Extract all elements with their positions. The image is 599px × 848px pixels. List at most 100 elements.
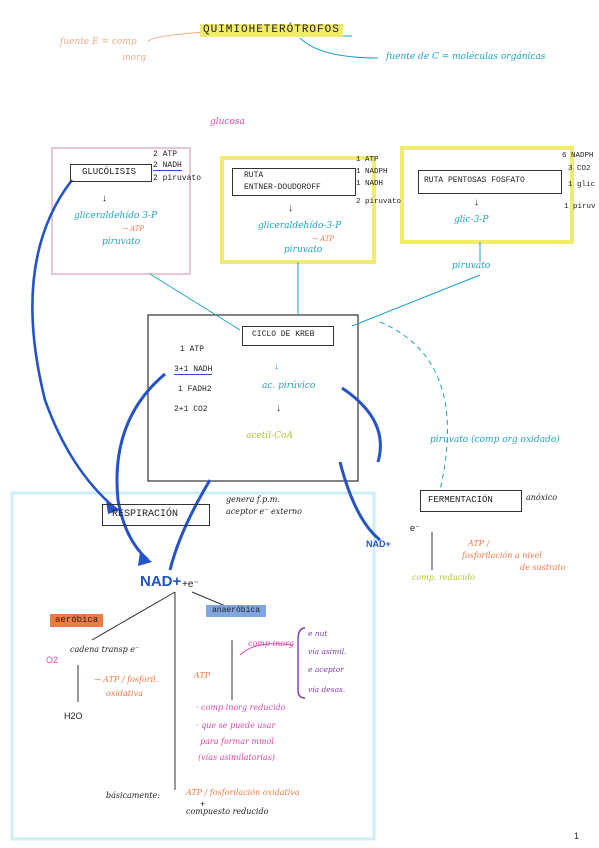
pentosas-piruvato2: piruvato	[452, 261, 491, 271]
glucolisis-product: gliceraldehído 3-P	[74, 211, 158, 221]
basicamente-result: ATP / fosforilación oxidativa	[186, 788, 300, 797]
brace-item-3: e aceptor	[308, 665, 344, 674]
atp-aer-line1: → ATP / fosforil.	[94, 675, 159, 684]
blue-arrow-to-fermentation-nad	[338, 461, 381, 542]
glucosa-label: glucosa	[210, 117, 245, 127]
brace-item-4: vía desas.	[308, 685, 346, 694]
page-title: QUIMIOHETERÓTROFOS	[200, 24, 343, 37]
fermentacion-box	[420, 490, 522, 512]
entner-title-line2: ENTNER-DOUDOROFF	[244, 183, 321, 192]
arrow-to-carbon-note	[299, 37, 379, 59]
atp-aer-line2: oxidativa	[106, 689, 143, 698]
o2-label: O2	[46, 655, 59, 665]
blue-arrow-glucolisis-respiracion	[31, 179, 116, 509]
krebs-acetil: acetil-CoA	[246, 431, 293, 441]
pentosas-product: glic-3-P	[454, 215, 489, 225]
bullet-2-line1: · que se puede usar	[196, 721, 276, 730]
entner-product: gliceraldehído-3-P	[258, 221, 342, 231]
nad-label: NAD+	[140, 573, 182, 590]
pentosas-outer-box	[400, 146, 574, 244]
entner-title-line1: RUTA	[244, 171, 264, 180]
glucolisis-box	[70, 164, 152, 182]
plus-sign: +	[200, 799, 206, 809]
entner-atp: 1 ATP	[356, 156, 379, 164]
glucolisis-atp: 2 ATP	[153, 150, 178, 159]
glucolisis-title: GLUCÓLISIS	[82, 167, 137, 177]
glucolisis-piruvato: 2 piruvato	[153, 174, 202, 183]
krebs-acid: ac. pirúvico	[262, 381, 316, 391]
pentosas-title: RUTA PENTOSAS FOSFATO	[424, 176, 525, 185]
aerobica-tag: aeróbica	[50, 614, 104, 627]
compuesto-reducido: compuesto reducido	[186, 807, 269, 816]
glucolisis-nadh: 2 NADH	[153, 161, 182, 171]
blue-arrow-krebs-right	[341, 386, 382, 463]
krebs-title-box	[242, 326, 334, 346]
arrow-pentosas-krebs	[351, 274, 481, 327]
page-number: 1	[574, 831, 580, 841]
fermentacion-atp-line2: fosforilación a nivel	[462, 551, 542, 560]
basicamente-label: básicamente:	[106, 791, 160, 800]
fermentacion-piruvato-note: piruvato (comp org oxidado)	[430, 435, 560, 445]
dashed-arrow-krebs-fermentacion	[379, 321, 448, 491]
respiracion-box	[102, 504, 210, 526]
nad-e-minus: +e⁻	[182, 579, 199, 590]
arrowhead-nad	[138, 552, 152, 566]
respiracion-title: RESPIRACIÓN	[112, 509, 179, 520]
fermentacion-nad: NAD+	[366, 539, 391, 549]
brace-item-1: e nut	[308, 629, 328, 638]
bullet-2-line2: para formar mmol	[200, 737, 274, 746]
bullet-1: · comp inorg reducido	[196, 703, 286, 712]
h2o-label: H2O	[64, 711, 83, 721]
fermentacion-title: FERMENTACIÓN	[428, 495, 493, 505]
cadena-transp: cadena transp e⁻	[70, 645, 140, 654]
line-to-aerobica	[91, 591, 176, 641]
fermentacion-anox: anóxico	[526, 493, 558, 502]
blue-arrow-nad-krebs	[168, 479, 212, 571]
krebs-fadh: 1 FADH2	[178, 385, 212, 394]
fermentacion-atp-line3: de sustrato	[520, 563, 566, 572]
glucolisis-atp-small: → ATP	[122, 225, 145, 233]
entner-nadph: 1 NADPH	[356, 168, 388, 176]
brace-item-2: vía asimil.	[308, 647, 347, 656]
pentosas-piru: 1 piruv	[564, 203, 596, 211]
fermentacion-atp-line1: ATP /	[468, 539, 490, 548]
energy-note-line1: fuente E = comp	[60, 37, 137, 47]
carbon-note: fuente de C = moléculas orgánicas	[386, 52, 546, 62]
brace-icon	[297, 627, 306, 699]
glucolisis-piruvato2: piruvato	[102, 237, 141, 247]
entner-box	[232, 168, 356, 196]
krebs-arrow-icon-1: ↓	[274, 361, 279, 372]
krebs-outer-box	[147, 314, 359, 482]
blue-arrow-krebs-nad	[115, 372, 166, 562]
energy-note-line2: inorg	[122, 53, 147, 63]
pentosas-co2: 3 CO2	[568, 165, 591, 173]
anaerobica-tag: anaeróbica	[206, 605, 267, 617]
arrowhead-respiracion	[106, 500, 120, 514]
atp-anaerobica: ATP	[194, 671, 211, 680]
fermentacion-e-minus: e⁻	[410, 523, 420, 533]
pentosas-box	[418, 170, 562, 194]
pink-arrow-comp-inorg	[239, 643, 293, 656]
arrow-to-energy-note	[147, 31, 206, 43]
krebs-title: CICLO DE KREB	[252, 330, 315, 339]
entner-nadh: 1 NADH	[356, 180, 384, 188]
pentosas-nadph: 6 NADPH	[562, 152, 594, 160]
respiracion-note-line1: genera f.p.m.	[226, 495, 280, 504]
krebs-arrow-icon-2: ↓	[276, 403, 281, 414]
entner-arrow-icon: ↓	[288, 203, 293, 214]
comp-inorg: comp inorg	[248, 639, 295, 648]
entner-piruvato2: piruvato	[284, 245, 323, 255]
krebs-nadh: 3+1 NADH	[174, 365, 213, 375]
arrow-glucolisis-krebs	[149, 273, 241, 331]
bullet-3: (vías asimilatorias)	[198, 753, 275, 762]
pentosas-arrow-icon: ↓	[474, 197, 479, 208]
entner-atp-small: → ATP	[312, 235, 335, 243]
fermentacion-comp-reducido: comp. reducido	[412, 573, 475, 582]
entner-piruvato: 2 piruvato	[356, 198, 402, 206]
respiration-outer-box	[10, 491, 376, 841]
pentosas-glic: 1 glic	[568, 181, 596, 189]
glucolisis-arrow-icon: ↓	[102, 193, 107, 204]
krebs-atp: 1 ATP	[180, 345, 205, 354]
respiracion-note-line2: aceptor e⁻ externo	[226, 507, 302, 516]
